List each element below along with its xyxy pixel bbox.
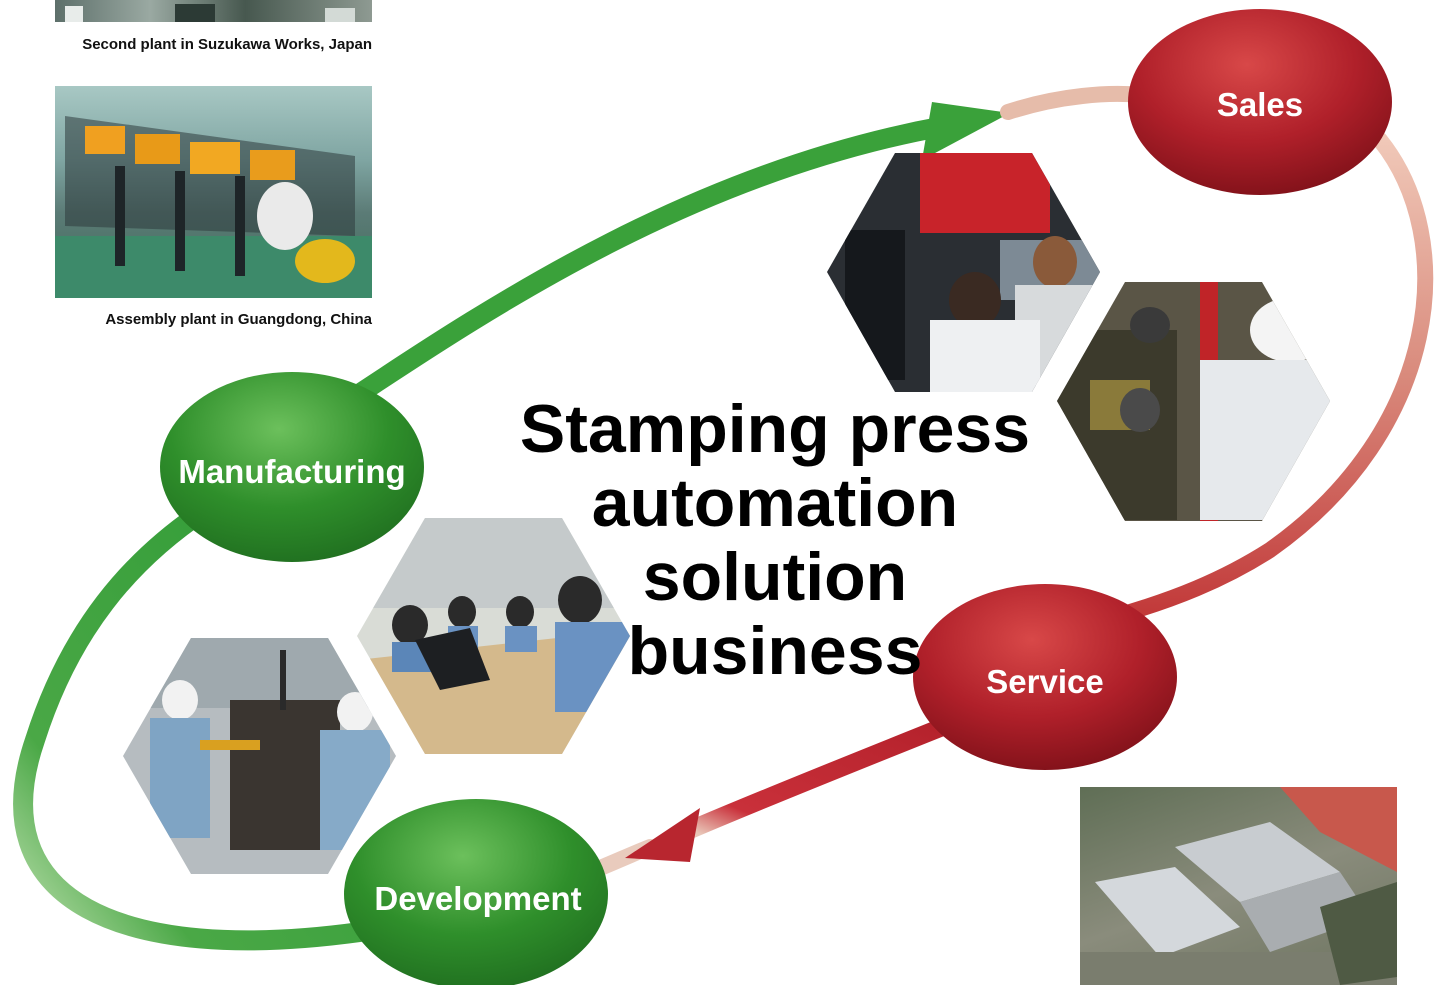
meeting-photo: [357, 518, 630, 754]
sales-label[interactable]: Sales: [1216, 86, 1304, 123]
guangdong-caption: Assembly plant in Guangdong, China: [105, 311, 372, 328]
workshop-photo: [123, 638, 396, 874]
press-line-photo: [55, 0, 372, 22]
manufacturing-node[interactable]: [160, 372, 424, 562]
manufacturing-label[interactable]: Manufacturing: [178, 453, 406, 490]
green-arrowhead: [922, 102, 1010, 160]
sales-node[interactable]: [1128, 9, 1392, 195]
red-arrowhead: [625, 808, 700, 862]
red-right-arc: [1122, 132, 1434, 620]
green-left-arc: [13, 500, 370, 951]
maintenance-photo: [1057, 282, 1330, 521]
development-node[interactable]: [344, 799, 608, 985]
red-lower-arc: [681, 719, 949, 839]
service-node[interactable]: [913, 584, 1177, 770]
service-label[interactable]: Service: [986, 663, 1104, 700]
assembly-line-art: [55, 116, 372, 298]
press-shop-photo: [827, 153, 1100, 392]
assembly-line-photo: [55, 86, 372, 298]
development-label[interactable]: Development: [374, 880, 582, 917]
center-title: Stamping press automation solution busin…: [519, 391, 1031, 689]
aerial-plant-photo: [1080, 787, 1397, 985]
aerial-plant-art: [1080, 787, 1397, 985]
press-line-photo-art: [65, 4, 355, 22]
green-upper-arc: [340, 116, 955, 410]
suzukawa-caption: Second plant in Suzukawa Works, Japan: [82, 36, 372, 53]
